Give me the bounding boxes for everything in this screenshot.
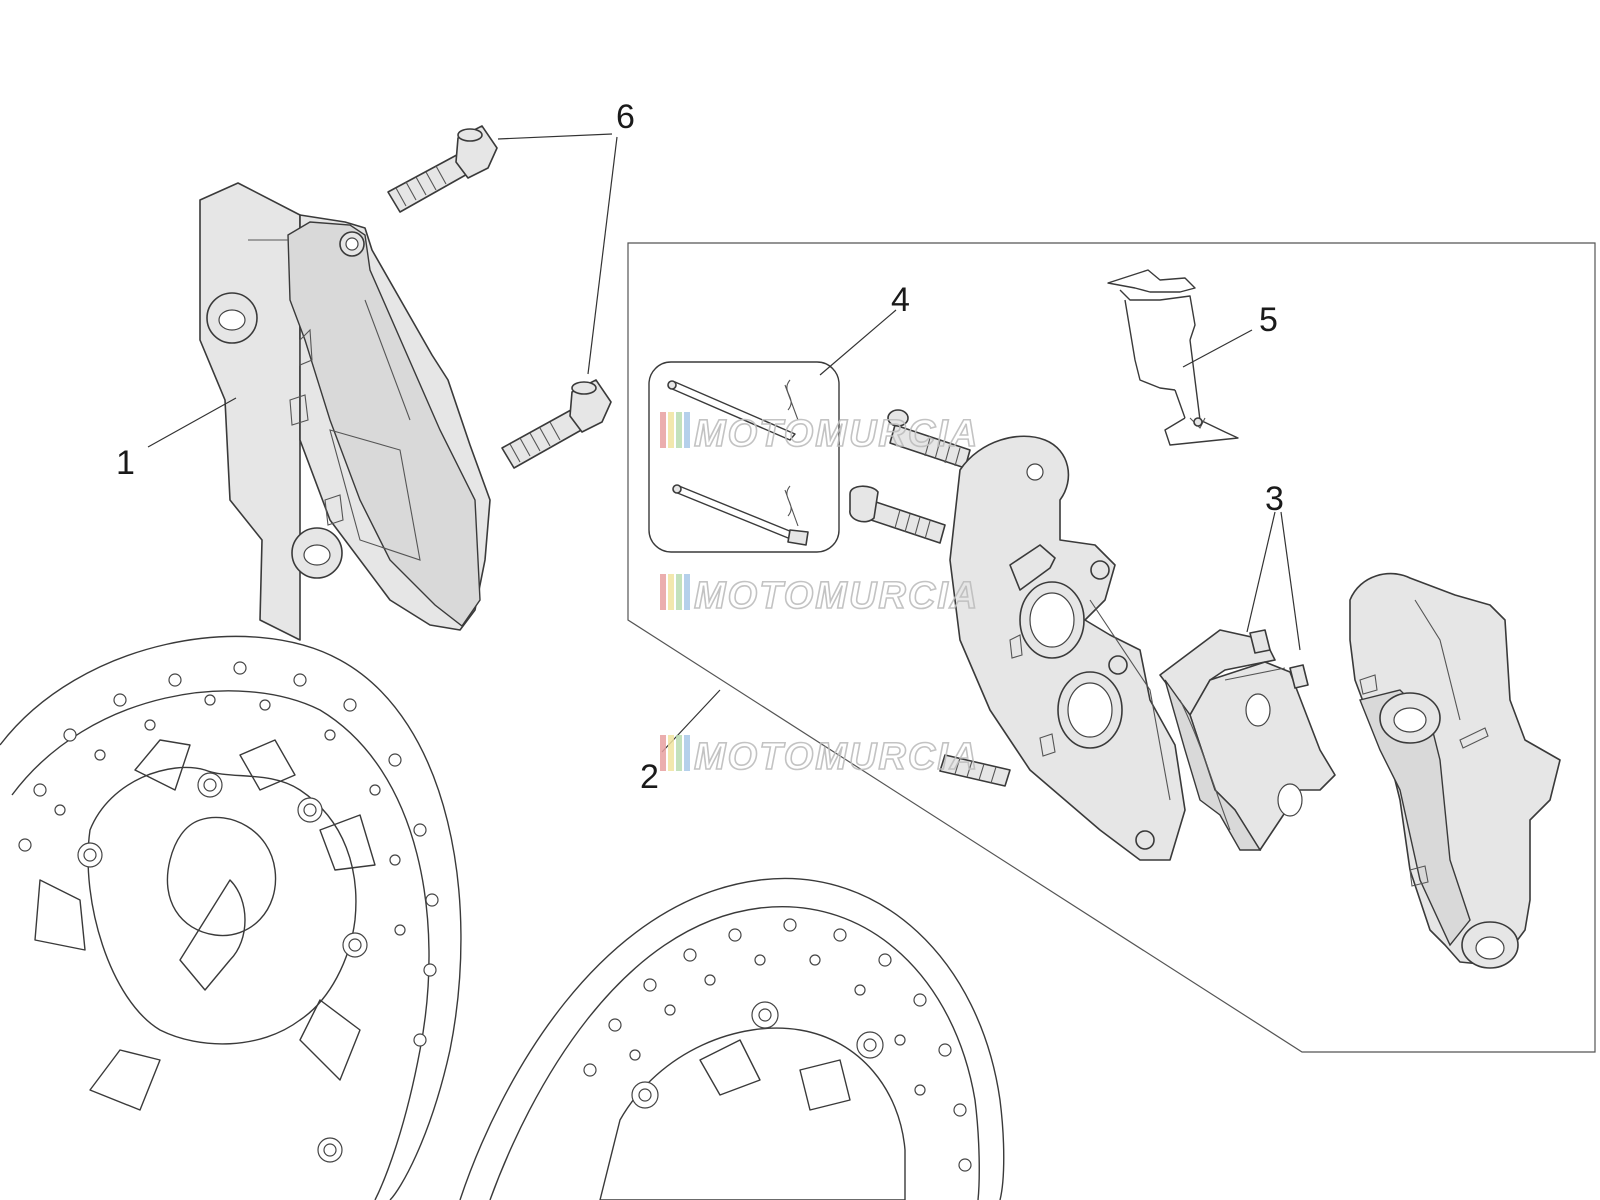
watermark-stripe <box>676 735 682 771</box>
brake-pad-icon <box>1159 629 1336 851</box>
brake-caliper-icon <box>199 182 491 641</box>
watermark-stripe <box>676 574 682 610</box>
watermark-logo: MOTOMURCIA <box>660 574 979 618</box>
watermark-stripe <box>660 735 666 771</box>
brake-disc-right <box>459 877 1005 1200</box>
disc-carrier-right <box>599 1001 906 1200</box>
watermark-logo: MOTOMURCIA <box>660 412 979 456</box>
watermark-stripe <box>684 574 690 610</box>
brake-caliper-icon <box>1349 572 1561 969</box>
callout-5: 5 <box>1259 301 1278 339</box>
pin-icon <box>648 361 840 553</box>
disc-holes-left <box>18 661 439 1047</box>
spring-clip-icon <box>1107 269 1239 446</box>
watermark-stripes <box>660 574 690 610</box>
watermark-stripe <box>676 412 682 448</box>
disc-carrier-left <box>34 739 376 1163</box>
watermark-stripe <box>684 735 690 771</box>
bolt-icon <box>501 379 612 469</box>
callout-4: 4 <box>891 281 910 319</box>
watermark-logo: MOTOMURCIA <box>660 735 979 779</box>
watermark-text: MOTOMURCIA <box>694 413 979 455</box>
brake-disc-left <box>0 635 462 1200</box>
watermark-stripe <box>660 412 666 448</box>
kit-frame <box>627 242 1596 1053</box>
brake-caliper-icon <box>949 435 1186 861</box>
watermark-stripe <box>684 412 690 448</box>
disc-holes-right <box>583 918 972 1172</box>
callout-2: 2 <box>640 758 659 796</box>
watermark-stripe <box>668 735 674 771</box>
watermark-stripe <box>668 574 674 610</box>
callout-1: 1 <box>116 444 135 482</box>
leader-lines <box>147 133 1301 753</box>
bolt-icon <box>387 125 498 213</box>
watermark-stripes <box>660 412 690 448</box>
callout-3: 3 <box>1265 480 1284 518</box>
watermark-stripe <box>668 412 674 448</box>
watermark-text: MOTOMURCIA <box>694 575 979 617</box>
watermark-stripe <box>660 574 666 610</box>
callout-6: 6 <box>616 98 635 136</box>
watermark-stripes <box>660 735 690 771</box>
watermark-text: MOTOMURCIA <box>694 736 979 778</box>
bolt-icon <box>849 485 946 544</box>
bolt-icon <box>939 754 1011 787</box>
